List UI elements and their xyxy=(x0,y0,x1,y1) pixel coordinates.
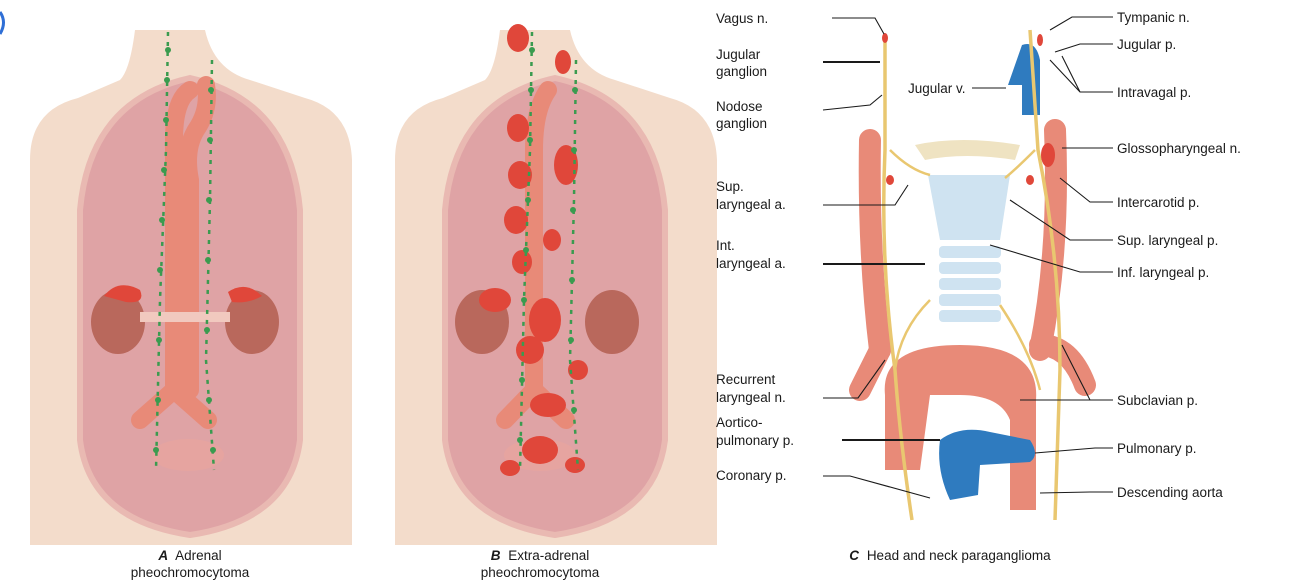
label-jugular-v: Jugular v. xyxy=(908,81,966,96)
label-nodose-ganglion-line1: Nodose xyxy=(716,99,763,114)
label-sup-laryngeal-a-line2: laryngeal a. xyxy=(716,197,786,212)
label-vagus-n: Vagus n. xyxy=(716,11,768,26)
label-aortico-pulmonary-line1: Aortico- xyxy=(716,415,763,430)
panel-b-torso-diagram xyxy=(395,24,717,545)
label-subclavian-p: Subclavian p. xyxy=(1117,393,1198,408)
label-coronary-p: Coronary p. xyxy=(716,468,787,483)
caption-a-title: Adrenal xyxy=(175,548,222,563)
label-glossopharyngeal-n: Glossopharyngeal n. xyxy=(1117,141,1241,156)
caption-b-letter: B xyxy=(491,548,501,563)
label-recurrent-n-line1: Recurrent xyxy=(716,372,776,387)
label-intravagal-p: Intravagal p. xyxy=(1117,85,1191,100)
caption-a-line2: pheochromocytoma xyxy=(131,565,250,580)
caption-c: C Head and neck paraganglioma xyxy=(849,548,1051,563)
label-recurrent-n-line2: laryngeal n. xyxy=(716,390,786,405)
label-aortico-pulmonary-line2: pulmonary p. xyxy=(716,433,794,448)
panel-c-trachea xyxy=(938,245,1002,323)
caption-b-line2: pheochromocytoma xyxy=(481,565,600,580)
label-nodose-ganglion-line2: ganglion xyxy=(716,116,767,131)
label-descending-aorta: Descending aorta xyxy=(1117,485,1223,500)
label-pulmonary-p: Pulmonary p. xyxy=(1117,441,1197,456)
panel-a-renal-vessels xyxy=(140,312,230,322)
caption-b-title: Extra-adrenal xyxy=(508,548,589,563)
panel-a-bladder xyxy=(152,439,224,471)
label-sup-laryngeal-a-line1: Sup. xyxy=(716,179,744,194)
label-int-laryngeal-a-line1: Int. xyxy=(716,238,735,253)
label-jugular-ganglion-line2: ganglion xyxy=(716,64,767,79)
label-inf-laryngeal-p: Inf. laryngeal p. xyxy=(1117,265,1209,280)
panel-c-left-carotid xyxy=(870,140,880,350)
caption-b-line1: B Extra-adrenal xyxy=(491,548,590,563)
panel-b-kidney-right xyxy=(585,290,639,354)
label-tympanic-n: Tympanic n. xyxy=(1117,10,1190,25)
label-int-laryngeal-a-line2: laryngeal a. xyxy=(716,256,786,271)
panel-c-subclavian-left xyxy=(860,350,880,390)
panel-marker-arc xyxy=(0,12,4,34)
panel-a-torso-diagram xyxy=(30,30,352,545)
panel-c-hyoid xyxy=(915,140,1020,160)
panel-c-larynx xyxy=(928,175,1010,240)
label-intercarotid-p: Intercarotid p. xyxy=(1117,195,1200,210)
caption-c-title: Head and neck paraganglioma xyxy=(867,548,1051,563)
caption-a-letter: A xyxy=(157,548,168,563)
caption-a-line1: A Adrenal xyxy=(157,548,221,563)
label-jugular-p: Jugular p. xyxy=(1117,37,1176,52)
caption-c-letter: C xyxy=(849,548,859,563)
label-sup-laryngeal-p: Sup. laryngeal p. xyxy=(1117,233,1218,248)
panel-c-subclavian-right xyxy=(1040,345,1085,385)
panel-c-neck-diagram xyxy=(860,30,1085,520)
label-jugular-ganglion-line1: Jugular xyxy=(716,47,761,62)
